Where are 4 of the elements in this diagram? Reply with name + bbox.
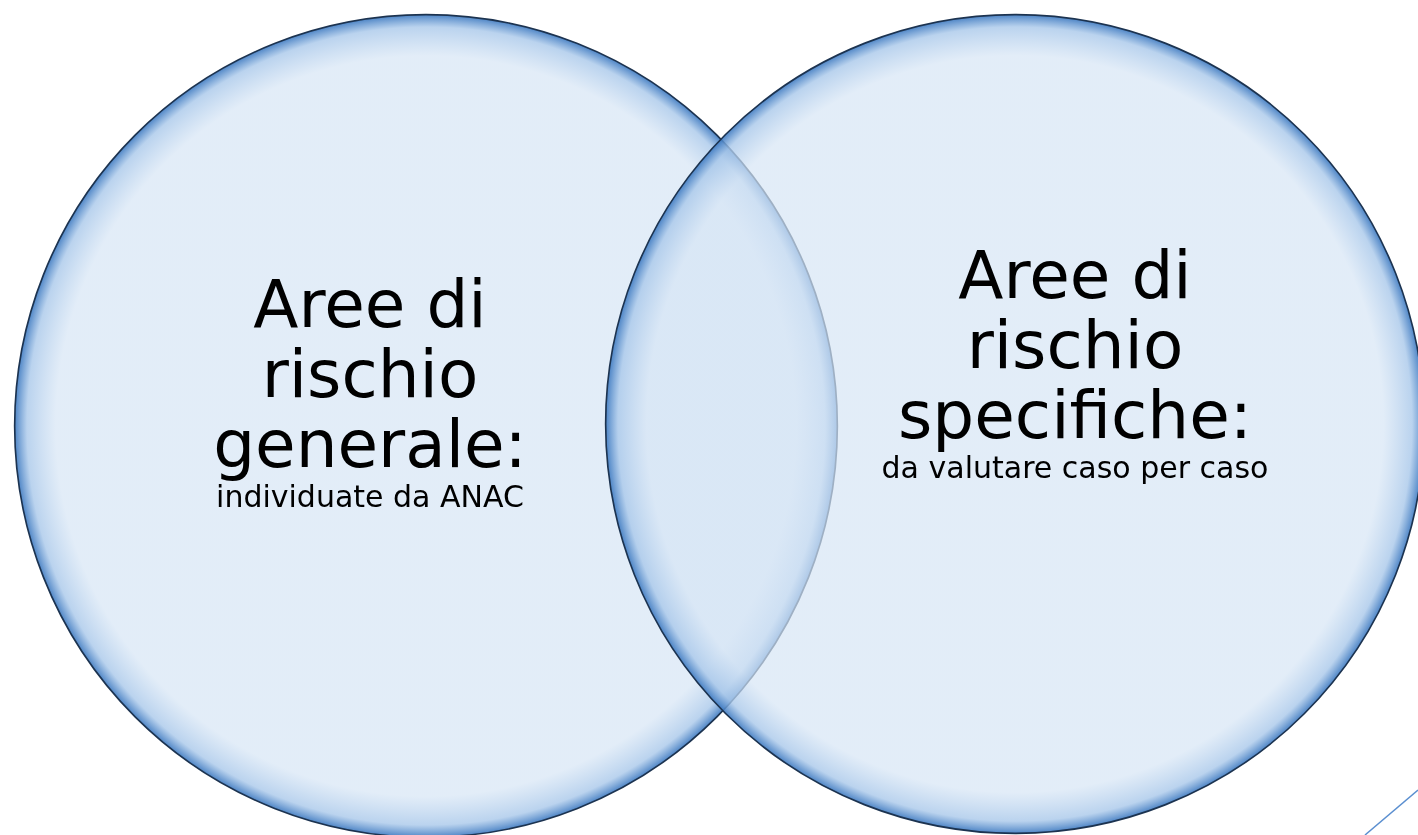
circle-subtext: individuate da ANAC — [215, 480, 525, 514]
circle-heading: Aree di rischio specifiche: — [896, 241, 1253, 451]
circle-subtext: da valutare caso per caso — [880, 451, 1270, 485]
circle-heading: Aree di rischio generale: — [212, 270, 528, 480]
